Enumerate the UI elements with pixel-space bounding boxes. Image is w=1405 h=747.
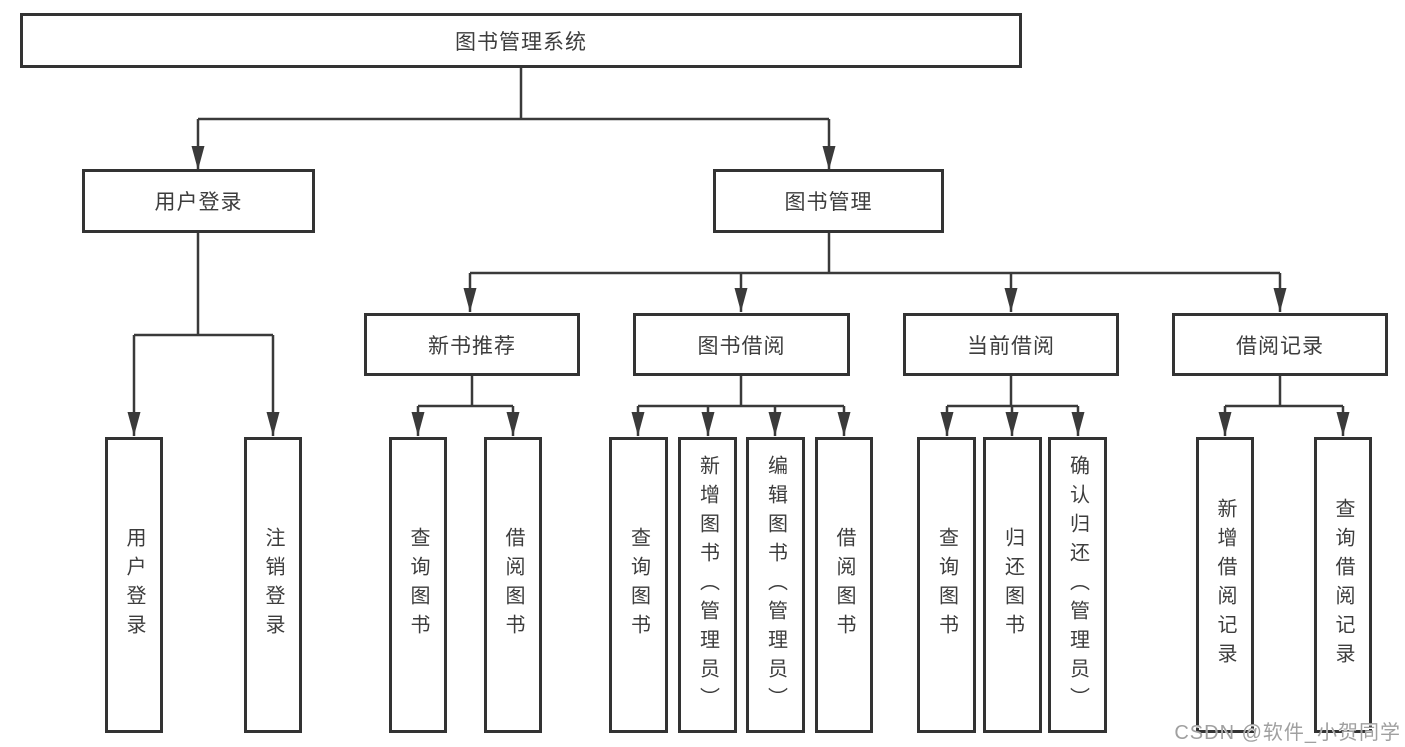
node-book-borrowing: 图书借阅 bbox=[633, 313, 850, 376]
leaf-add-books-admin: 新增图书（管理员） bbox=[678, 437, 737, 733]
node-library-system: 图书管理系统 bbox=[20, 13, 1022, 68]
leaf-add-borrow-record: 新增借阅记录 bbox=[1196, 437, 1254, 733]
leaf-query-books-recommend: 查询图书 bbox=[389, 437, 447, 733]
node-book-management: 图书管理 bbox=[713, 169, 944, 233]
node-current-borrowing: 当前借阅 bbox=[903, 313, 1119, 376]
leaf-edit-books-admin: 编辑图书（管理员） bbox=[746, 437, 805, 733]
leaf-query-books-borrowing: 查询图书 bbox=[609, 437, 668, 733]
leaf-logout-login: 注销登录 bbox=[244, 437, 302, 733]
leaf-return-books: 归还图书 bbox=[983, 437, 1042, 733]
leaf-borrow-books-recommend: 借阅图书 bbox=[484, 437, 542, 733]
leaf-user-login: 用户登录 bbox=[105, 437, 163, 733]
watermark-text: CSDN @软件_小贺同学 bbox=[1174, 722, 1401, 744]
node-new-book-recommend: 新书推荐 bbox=[364, 313, 580, 376]
leaf-borrow-books-borrowing: 借阅图书 bbox=[815, 437, 873, 733]
leaf-query-borrow-record: 查询借阅记录 bbox=[1314, 437, 1372, 733]
node-borrow-records: 借阅记录 bbox=[1172, 313, 1388, 376]
leaf-query-books-current: 查询图书 bbox=[917, 437, 976, 733]
node-user-login: 用户登录 bbox=[82, 169, 315, 233]
leaf-confirm-return-admin: 确认归还（管理员） bbox=[1048, 437, 1107, 733]
